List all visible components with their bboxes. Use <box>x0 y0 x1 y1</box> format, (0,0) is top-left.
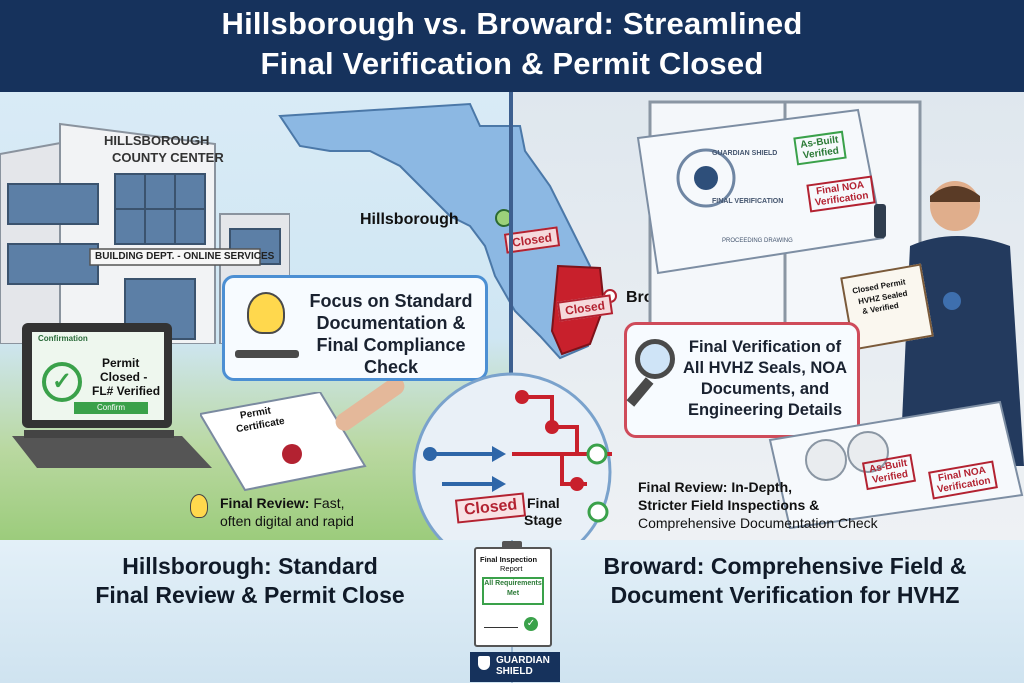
hillsborough-caption-line-1: Hillsborough: Standard <box>122 553 378 579</box>
hvhz-verification-text: Final Verification of All HVHZ Seals, NO… <box>682 338 848 419</box>
hillsborough-caption-line-2: Final Review & Permit Close <box>95 582 405 608</box>
logo-text-line-2: SHIELD <box>496 666 533 677</box>
hillsborough-map-label: Hillsborough <box>360 211 459 228</box>
title-line-2: Final Verification & Permit Closed <box>260 46 764 81</box>
lightbulb-icon <box>247 292 285 334</box>
broward-caption: Broward: Comprehensive Field & Document … <box>565 552 1005 610</box>
magnifying-glass-handle-icon <box>626 377 654 407</box>
final-review-fast-line2: often digital and rapid <box>220 513 354 529</box>
broward-caption-line-1: Broward: Comprehensive Field & <box>603 553 967 579</box>
check-circle-icon: ✓ <box>42 362 82 402</box>
shield-icon <box>478 656 490 670</box>
laptop-base-icon <box>235 350 299 358</box>
laptop-confirm-button: Confirm <box>74 402 148 414</box>
permit-certificate-paper <box>200 392 367 492</box>
report-signature-line <box>484 627 518 628</box>
blueprint-scroll-top <box>636 108 885 275</box>
title-band: Hillsborough vs. Broward: Streamlined Fi… <box>0 0 1024 92</box>
blueprint-seal-text-2: FINAL VERIFICATION <box>712 198 784 205</box>
title-line-1: Hillsborough vs. Broward: Streamlined <box>221 6 803 41</box>
laptop-title-2: Closed - <box>100 370 148 384</box>
report-stamp-line-2: Met <box>506 590 520 597</box>
final-stage-label-1: Final <box>527 495 560 511</box>
hillsborough-caption: Hillsborough: Standard Final Review & Pe… <box>40 552 460 610</box>
hvhz-verification-callout: Final Verification of All HVHZ Seals, NO… <box>624 322 860 438</box>
final-review-fast-bold: Final Review: <box>220 495 310 511</box>
standard-documentation-callout: Focus on Standard Documentation & Final … <box>222 275 488 381</box>
report-stamp-line-1: All Requirements <box>484 580 542 587</box>
broward-caption-line-2: Document Verification for HVHZ <box>610 582 960 608</box>
magnifying-glass-icon <box>635 339 675 379</box>
florida-map <box>278 102 617 360</box>
final-stage-label-2: Stage <box>524 512 563 528</box>
building-sign-line-2: COUNTY CENTER <box>112 150 224 165</box>
final-inspection-report-card: Final Inspection Report All Requirements… <box>474 541 552 647</box>
final-review-indepth-line3: Comprehensive Documentation Check <box>638 515 878 531</box>
final-review-fast-rest: Fast, <box>309 495 345 511</box>
report-title-1: Final Inspection <box>480 555 538 564</box>
final-review-indepth-line2: Stricter Field Inspections & <box>638 497 820 513</box>
blueprint-caption: PROCEEDING DRAWING <box>722 238 793 244</box>
blueprint-scroll-bottom <box>768 400 1024 530</box>
standard-documentation-text: Focus on Standard Documentation & Final … <box>309 291 473 377</box>
report-clip <box>502 541 522 549</box>
panel-divider <box>509 92 513 540</box>
report-stamp: All Requirements Met <box>482 577 544 605</box>
report-check-icon: ✓ <box>524 617 538 631</box>
building-sign-line-1: HILLSBOROUGH <box>104 133 210 148</box>
guardian-shield-logo: GUARDIAN SHIELD <box>496 655 550 677</box>
final-review-indepth-line1: Final Review: In-Depth, <box>638 479 793 495</box>
laptop-header: Confirmation <box>38 334 88 343</box>
small-lightbulb-icon <box>190 494 208 518</box>
final-review-fast: Final Review: Fast, <box>220 494 344 512</box>
report-paper <box>474 547 552 647</box>
laptop-title-1: Permit <box>102 356 140 370</box>
blueprint-seal-text-1: GUARDIAN SHIELD <box>712 150 778 157</box>
report-title-2: Report <box>500 564 523 573</box>
logo-text-line-1: GUARDIAN <box>496 655 550 666</box>
building-banner: BUILDING DEPT. - ONLINE SERVICES <box>95 251 275 262</box>
laptop-title-3: FL# Verified <box>92 384 161 398</box>
